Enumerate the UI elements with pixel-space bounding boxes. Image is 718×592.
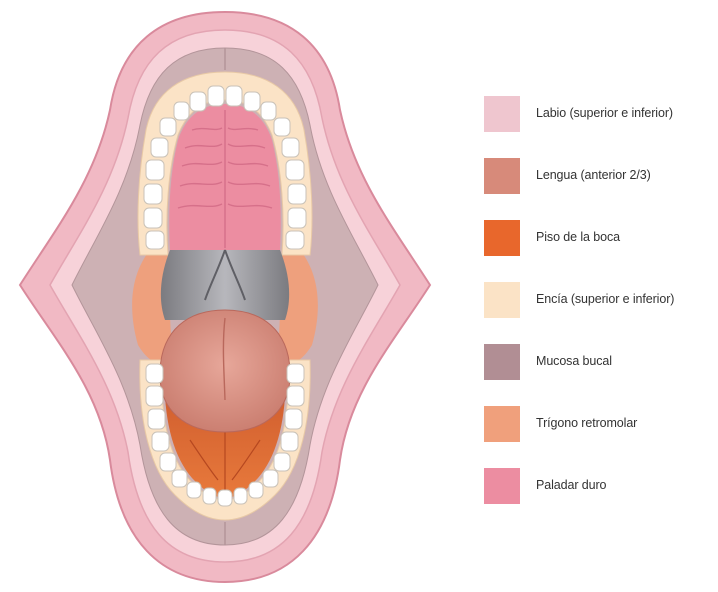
swatch-labio bbox=[484, 96, 520, 132]
legend-label: Mucosa bucal bbox=[536, 354, 612, 368]
swatch-paladar bbox=[484, 468, 520, 504]
swatch-lengua bbox=[484, 158, 520, 194]
legend: Labio (superior e inferior) Lengua (ante… bbox=[484, 96, 718, 530]
tongue bbox=[160, 310, 290, 432]
legend-label: Encía (superior e inferior) bbox=[536, 292, 674, 306]
legend-label: Trígono retromolar bbox=[536, 416, 637, 430]
legend-label: Paladar duro bbox=[536, 478, 606, 492]
swatch-encia bbox=[484, 282, 520, 318]
legend-item-labio: Labio (superior e inferior) bbox=[484, 96, 718, 158]
legend-label: Piso de la boca bbox=[536, 230, 620, 244]
legend-item-trigono: Trígono retromolar bbox=[484, 406, 718, 468]
swatch-piso-boca bbox=[484, 220, 520, 256]
legend-label: Lengua (anterior 2/3) bbox=[536, 168, 651, 182]
legend-item-mucosa-bucal: Mucosa bucal bbox=[484, 344, 718, 406]
legend-item-piso-boca: Piso de la boca bbox=[484, 220, 718, 282]
swatch-mucosa-bucal bbox=[484, 344, 520, 380]
legend-item-paladar: Paladar duro bbox=[484, 468, 718, 530]
legend-item-lengua: Lengua (anterior 2/3) bbox=[484, 158, 718, 220]
legend-item-encia: Encía (superior e inferior) bbox=[484, 282, 718, 344]
legend-label: Labio (superior e inferior) bbox=[536, 106, 673, 120]
oral-cavity-illustration bbox=[0, 0, 450, 592]
swatch-trigono bbox=[484, 406, 520, 442]
